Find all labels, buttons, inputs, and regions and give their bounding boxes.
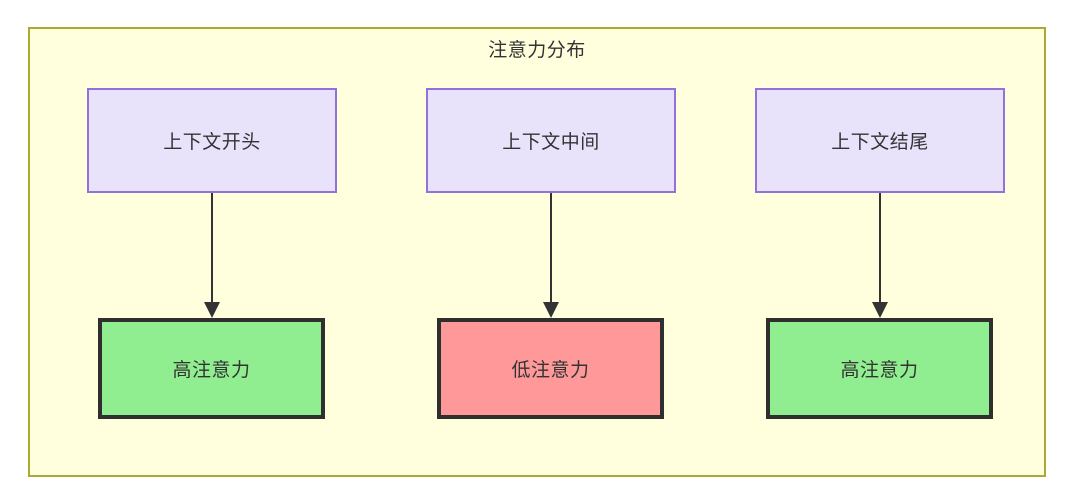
node-context-middle-label: 上下文中间 xyxy=(502,132,600,153)
node-attention-high-start-label: 高注意力 xyxy=(172,360,251,381)
node-attention-high-end[interactable]: 高注意力 xyxy=(766,318,993,419)
node-attention-low-middle-label: 低注意力 xyxy=(511,360,590,381)
node-context-start[interactable]: 上下文开头 xyxy=(87,88,337,193)
node-attention-high-start[interactable]: 高注意力 xyxy=(98,318,325,419)
node-context-middle[interactable]: 上下文中间 xyxy=(426,88,676,193)
node-attention-high-end-label: 高注意力 xyxy=(840,360,919,381)
node-attention-low-middle[interactable]: 低注意力 xyxy=(437,318,664,419)
subgraph-title: 注意力分布 xyxy=(488,40,586,61)
node-context-end[interactable]: 上下文结尾 xyxy=(755,88,1005,193)
node-context-end-label: 上下文结尾 xyxy=(831,132,929,153)
node-context-start-label: 上下文开头 xyxy=(163,132,261,153)
